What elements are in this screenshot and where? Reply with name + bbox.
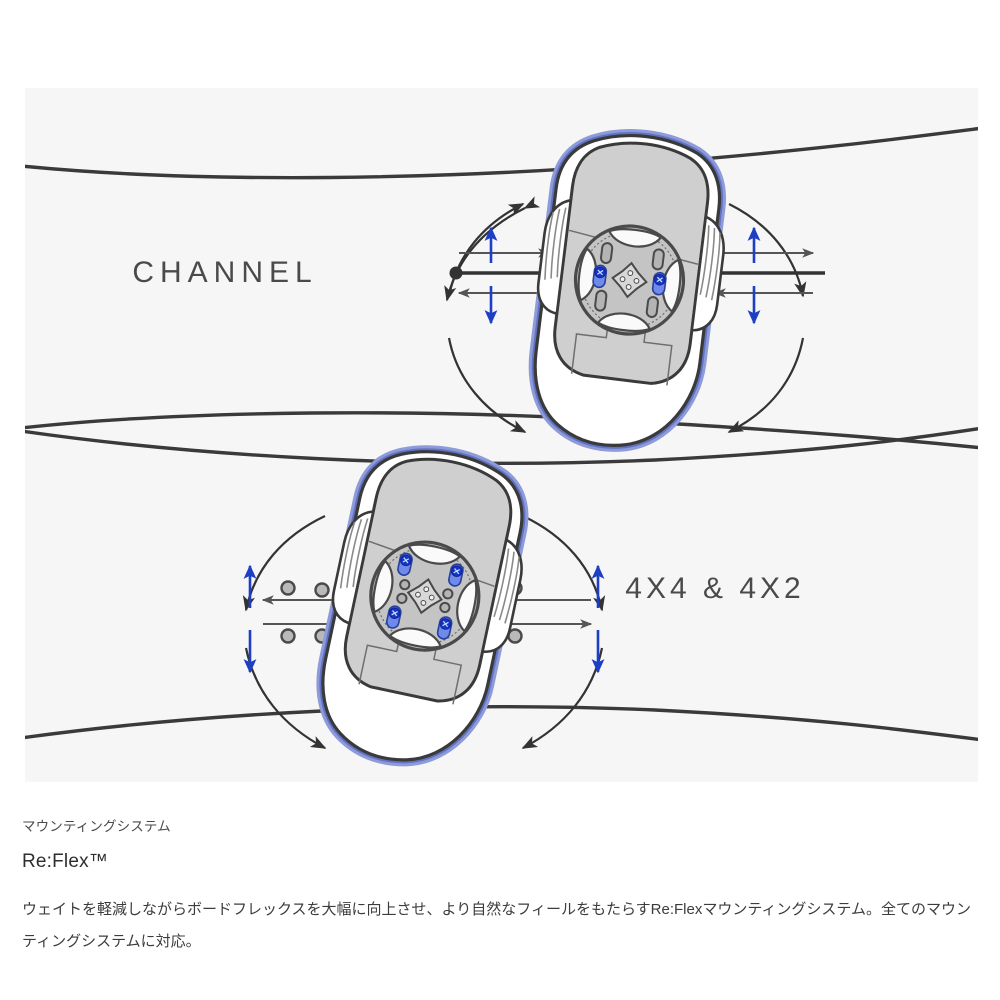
mounting-disc-4x4 <box>359 530 491 662</box>
channel-mount-assembly: CHANNEL <box>132 126 825 457</box>
slide-arrows-right-top <box>713 248 815 298</box>
snowboard-bottom <box>25 427 978 742</box>
binding-top <box>520 126 737 457</box>
insert-dots-left <box>280 580 330 644</box>
mounting-system-diagram: CHANNEL <box>25 88 978 782</box>
caption-title: Re:Flex™ <box>22 851 108 872</box>
channel-screw-left <box>591 263 608 289</box>
slide-arrows-left-top <box>457 248 551 298</box>
channel-screw-right <box>651 271 668 297</box>
label-four-by-four: 4X4 & 4X2 <box>625 572 804 605</box>
channel-slide-line-left <box>449 266 545 280</box>
rotation-arrows-top <box>444 196 807 433</box>
feature-caption: マウンティングシステム Re:Flex™ ウェイトを軽減しながらボードフレックス… <box>22 818 972 958</box>
four-by-four-mount-assembly: 4X4 & 4X2 <box>242 436 804 778</box>
label-channel: CHANNEL <box>132 256 317 289</box>
binding-bottom <box>302 436 543 778</box>
caption-body: ウェイトを軽減しながらボードフレックスを大幅に向上させ、より自然なフィールをもた… <box>22 901 971 950</box>
caption-eyebrow: マウンティングシステム <box>22 819 171 834</box>
